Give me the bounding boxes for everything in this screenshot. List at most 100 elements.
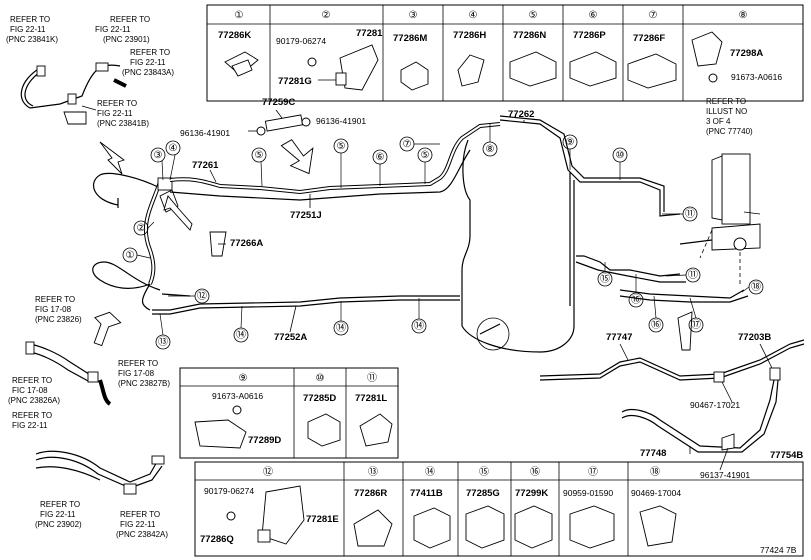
clip-90959-part	[569, 505, 615, 549]
clip-77281L-part	[359, 413, 393, 447]
clamp-77298A-part	[691, 31, 723, 83]
legend-mid-pnc-11: 77281L	[355, 393, 387, 404]
legend-top-pnc-2a: 90179-06274	[276, 36, 326, 46]
ref-11-line-1: REFER TO	[120, 510, 160, 519]
legend-top-num-2: ②	[322, 10, 331, 21]
legend-bottom-pnc-12a: 90179-06274	[204, 486, 254, 496]
label-77251J: 77251J	[290, 210, 322, 221]
callout-17: ⑰	[691, 319, 701, 331]
clip-77285D-part	[307, 413, 341, 447]
arrow-up-right	[677, 311, 693, 351]
legend-top-pnc-2c: 77281G	[278, 76, 312, 87]
ref-10-line-2: FIG 22-11	[40, 510, 76, 519]
ref-8-line-1: REFER TO	[12, 376, 52, 385]
left-pipe-network	[92, 172, 460, 315]
diagram-callouts: ① ② ③ ④ ⑤ ⑤ ⑤ ⑥ ⑦ ⑧ ⑨ ⑩ ⑪ ⑪ ⑫ ⑬ ⑭ ⑭ ⑭ ⑮ …	[126, 137, 761, 348]
ref-1-line-1: REFER TO	[10, 15, 50, 24]
legend-top-pnc-8a: 77298A	[730, 48, 763, 59]
legend-top-num-3: ③	[409, 10, 418, 21]
ref-5-line-2: ILLUST NO	[706, 107, 747, 116]
ref-2-line-3: (PNC 23901)	[103, 35, 150, 44]
callout-16b: ⑯	[651, 319, 661, 331]
ref-7-line-2: FIG 17-08	[118, 369, 155, 378]
callout-11b: ⑪	[688, 269, 698, 281]
clip-77286F-part	[627, 53, 677, 89]
callout-13: ⑬	[158, 336, 168, 348]
ref-6-line-1: REFER TO	[35, 295, 75, 304]
callout-18: ⑱	[751, 281, 761, 293]
ref-5-line-4: (PNC 77740)	[706, 127, 753, 136]
ref-3-line-1: REFER TO	[130, 48, 170, 57]
ref-6-line-2: FIG 17-08	[35, 305, 72, 314]
ref-8-line-3: (PNC 23826A)	[8, 396, 60, 405]
label-77748: 77748	[640, 448, 666, 459]
callout-5b: ⑤	[337, 141, 346, 152]
legend-top-pnc-8b: 91673-A0616	[731, 72, 782, 82]
label-77266A: 77266A	[230, 238, 263, 249]
label-96136-left: 96136-41901	[180, 128, 230, 138]
legend-bottom-num-16: ⑯	[530, 466, 540, 478]
legend-mid-num-10: ⑩	[316, 373, 325, 384]
legend-bottom-pnc-12c: 77286Q	[200, 534, 234, 545]
ref-4-line-1: REFER TO	[97, 99, 137, 108]
legend-bottom-pnc-15: 77285G	[466, 488, 500, 499]
label-77754B: 77754B	[770, 450, 803, 461]
callout-5a: ⑤	[255, 150, 264, 161]
upper-left-assembly: REFER TO FIG 22-11 (PNC 23841K) REFER TO…	[6, 15, 174, 128]
callout-leaders	[136, 124, 750, 336]
bracket-77289D-part	[194, 405, 247, 449]
clip-77286P-part	[569, 51, 617, 87]
callout-3: ③	[154, 150, 163, 161]
callout-7: ⑦	[403, 139, 412, 150]
callout-1: ①	[126, 250, 135, 261]
ref-9-line-2: FIG 22-11	[12, 421, 48, 430]
ref-4-line-3: (PNC 23841B)	[97, 119, 149, 128]
ref-6-line-3: (PNC 23826)	[35, 315, 82, 324]
ref-5-line-1: REFER TO	[706, 97, 746, 106]
legend-top-pnc-1: 77286K	[218, 30, 251, 41]
legend-top-num-7: ⑦	[649, 10, 658, 21]
callout-5c: ⑤	[421, 150, 430, 161]
bracket-77281E-part	[226, 485, 305, 545]
legend-bottom-pnc-13: 77286R	[354, 488, 387, 499]
arrow-up-left	[99, 141, 125, 175]
ref-10-line-3: (PNC 23902)	[35, 520, 82, 529]
legend-bottom-pnc-17: 90959-01590	[563, 488, 613, 498]
lower-right-pipes	[539, 339, 805, 453]
ref-3-line-3: (PNC 23843A)	[122, 68, 174, 77]
clip-90469-part	[639, 505, 677, 547]
ref-5-line-3: 3 OF 4	[706, 117, 731, 126]
leader-lines	[209, 109, 773, 471]
label-77259C: 77259C	[262, 97, 295, 108]
ref-1-line-3: (PNC 23841K)	[6, 35, 58, 44]
clip-77299K-part	[514, 505, 553, 549]
label-77747: 77747	[606, 332, 632, 343]
label-90467: 90467-17021	[690, 400, 740, 410]
legend-bottom-num-15: ⑮	[479, 466, 489, 478]
legend-bottom-num-18: ⑱	[650, 466, 660, 478]
legend-top-pnc-2b: 77281	[356, 28, 383, 39]
callout-6: ⑥	[376, 152, 385, 163]
legend-mid-pnc-10: 77285D	[303, 393, 336, 404]
label-77252A: 77252A	[274, 332, 307, 343]
label-77262: 77262	[508, 109, 534, 120]
ref-7-line-1: REFER TO	[118, 359, 158, 368]
clip-77411B-part	[413, 507, 451, 549]
legend-bottom-pnc-18: 90469-17004	[631, 488, 681, 498]
callout-10: ⑩	[616, 150, 625, 161]
legend-bottom-num-13: ⑬	[368, 466, 378, 478]
callout-11a: ⑪	[685, 208, 695, 220]
legend-top-num-5: ⑤	[529, 10, 538, 21]
ref-10-line-1: REFER TO	[40, 500, 80, 509]
ref-9-line-1: REFER TO	[12, 411, 52, 420]
ref-4-line-2: FIG 22-11	[97, 109, 133, 118]
bracket-77281-part	[307, 44, 379, 91]
legend-mid-num-9: ⑨	[239, 373, 248, 384]
legend-bottom-num-12: ⑫	[263, 466, 273, 478]
ref-11-line-2: FIG 22-11	[120, 520, 156, 529]
legend-top-pnc-3: 77286M	[393, 33, 427, 44]
callout-16a: ⑯	[631, 294, 641, 306]
label-77203B: 77203B	[738, 332, 771, 343]
legend-top-pnc-5: 77286N	[513, 30, 546, 41]
legend-mid-pnc-9a: 91673-A0616	[212, 391, 263, 401]
